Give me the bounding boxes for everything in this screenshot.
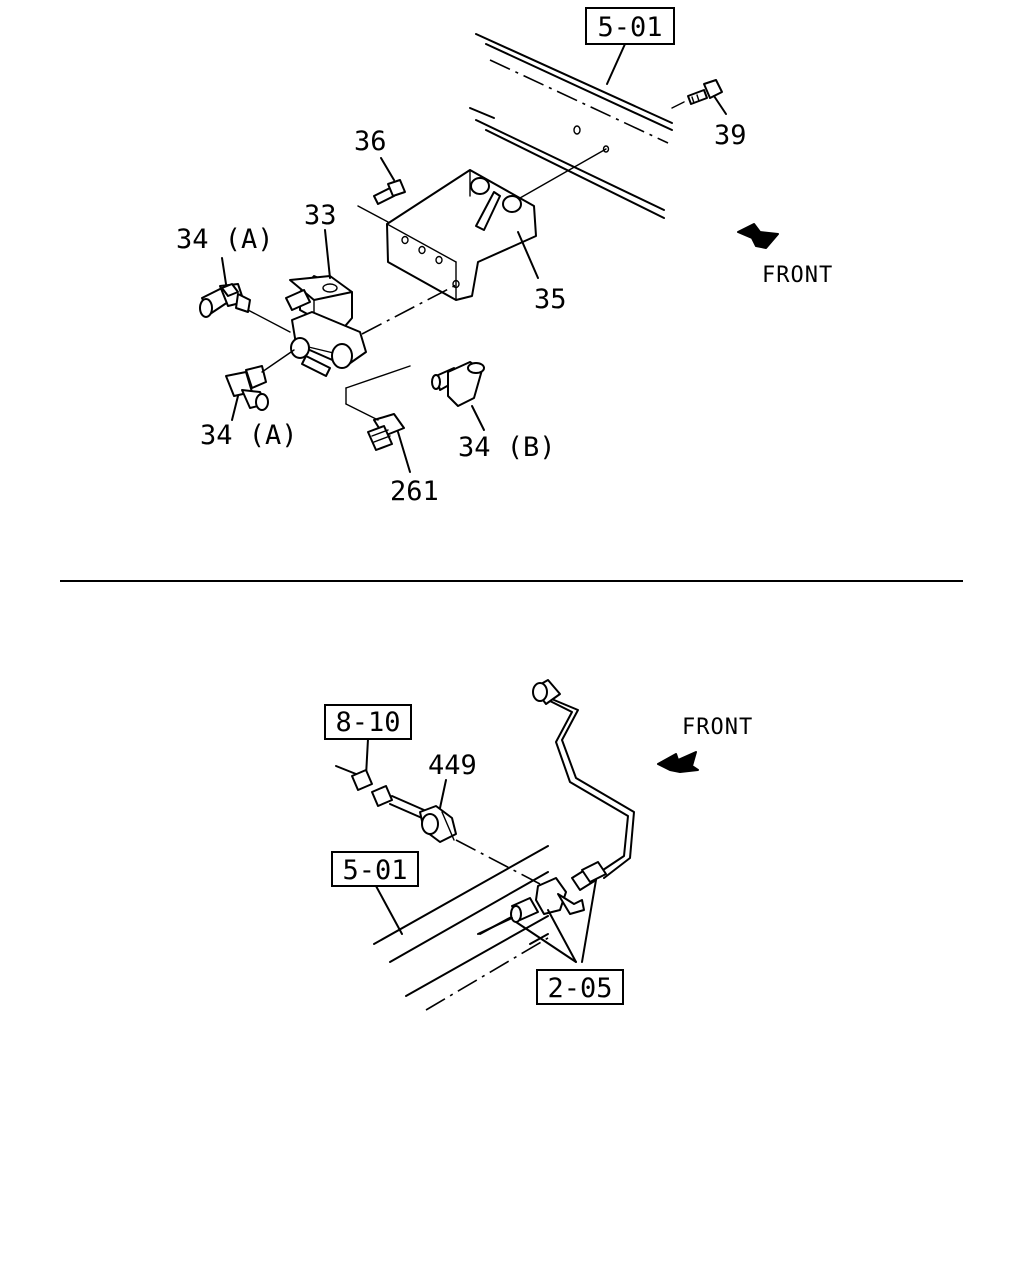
bracket-35 bbox=[386, 169, 537, 301]
top-view: 5-01 39 35 bbox=[176, 7, 833, 507]
leader-36 bbox=[380, 157, 395, 181]
ref-box-5-01-top[interactable]: 5-01 bbox=[585, 7, 675, 45]
bottom-view: 8-10 449 bbox=[324, 679, 753, 1011]
front-arrow-icon bbox=[657, 751, 699, 773]
sensor-449 bbox=[419, 805, 457, 843]
dash-line-plug-connect bbox=[345, 403, 379, 421]
leader-33 bbox=[324, 229, 331, 279]
leader-261 bbox=[397, 431, 411, 473]
bolt-39-icon bbox=[671, 79, 723, 109]
leader-34a-lower bbox=[231, 395, 239, 421]
leader-5-01-top bbox=[606, 43, 626, 85]
front-arrow-icon bbox=[737, 223, 779, 249]
dash-line-34a-lower bbox=[261, 349, 295, 373]
leader-449 bbox=[439, 779, 447, 809]
label-449: 449 bbox=[428, 750, 477, 781]
leader-34a-upper bbox=[221, 257, 227, 285]
front-label-top: FRONT bbox=[762, 263, 833, 288]
dash-line-valve bbox=[361, 283, 459, 335]
ref-box-label: 5-01 bbox=[597, 12, 662, 43]
label-39: 39 bbox=[714, 120, 747, 151]
air-pipe bbox=[532, 679, 635, 891]
solenoid-valve-33 bbox=[285, 275, 367, 377]
frame-rail-top bbox=[469, 33, 673, 219]
leader-35 bbox=[517, 231, 539, 279]
ref-box-8-10[interactable]: 8-10 bbox=[324, 704, 412, 740]
label-34a-upper: 34 (A) bbox=[176, 224, 274, 255]
dash-line-34a-upper bbox=[247, 309, 291, 333]
leader-5-01-bottom bbox=[375, 885, 403, 935]
leader-34b bbox=[471, 405, 485, 431]
bolt-36-icon bbox=[357, 179, 406, 223]
dash-line-sensor bbox=[455, 839, 541, 885]
dash-line-plug bbox=[345, 365, 411, 389]
front-label-bottom: FRONT bbox=[682, 715, 753, 740]
label-261: 261 bbox=[390, 476, 439, 507]
label-36: 36 bbox=[354, 126, 387, 157]
fitting-34a-upper bbox=[199, 283, 251, 318]
ref-box-label: 5-01 bbox=[342, 855, 407, 886]
ref-box-label: 2-05 bbox=[547, 973, 612, 1004]
harness-connector bbox=[335, 765, 425, 819]
label-35: 35 bbox=[534, 284, 567, 315]
dash-line-bracket bbox=[519, 148, 607, 199]
fitting-34b bbox=[431, 361, 485, 407]
ref-box-label: 8-10 bbox=[335, 707, 400, 738]
fitting-34a-lower bbox=[225, 365, 269, 411]
label-34a-lower: 34 (A) bbox=[200, 420, 298, 451]
ref-box-5-01-bottom[interactable]: 5-01 bbox=[331, 851, 419, 887]
label-33: 33 bbox=[304, 200, 337, 231]
ref-box-2-05[interactable]: 2-05 bbox=[536, 969, 624, 1005]
plug-261 bbox=[367, 413, 405, 451]
leaders-2-05 bbox=[515, 879, 597, 963]
leader-39 bbox=[713, 95, 727, 115]
label-34b: 34 (B) bbox=[458, 432, 556, 463]
tee-fitting bbox=[477, 877, 585, 935]
